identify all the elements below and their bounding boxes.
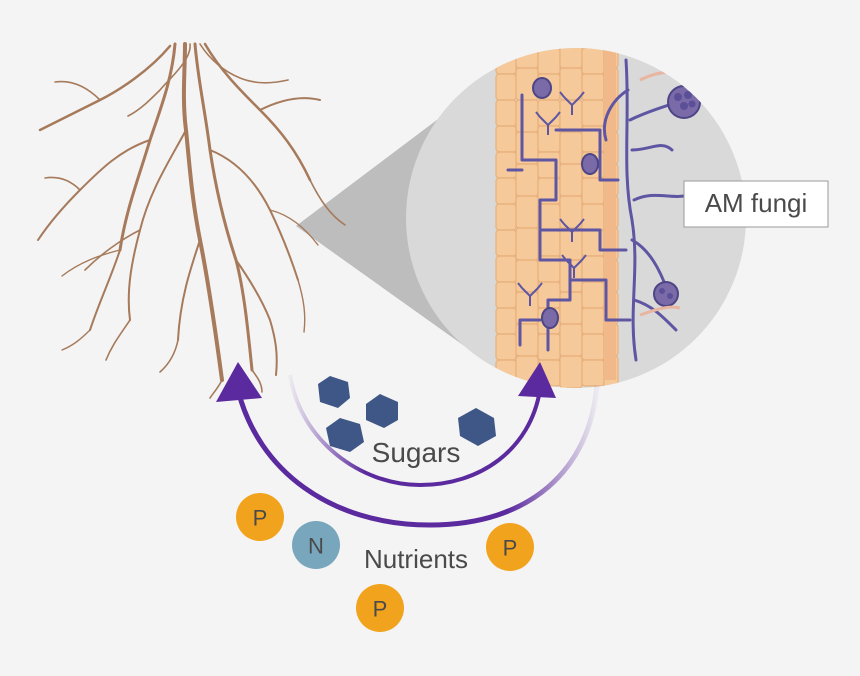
root-cell bbox=[495, 229, 517, 257]
nutrient-letter: P bbox=[373, 597, 388, 622]
hexagon-icon bbox=[458, 408, 496, 446]
root-cell bbox=[495, 73, 517, 101]
hexagon-icon bbox=[318, 376, 350, 408]
hexagon-icon bbox=[366, 394, 398, 428]
nutrient-letter: P bbox=[503, 536, 518, 561]
root-system bbox=[37, 42, 346, 399]
root-cell bbox=[581, 73, 605, 101]
root-cell bbox=[581, 177, 605, 205]
root-cell bbox=[515, 227, 539, 261]
nutrient-letter: P bbox=[253, 506, 268, 531]
root-cell bbox=[581, 255, 605, 283]
root-cell bbox=[581, 307, 605, 335]
root-cell bbox=[537, 99, 561, 127]
sugar-molecules bbox=[318, 376, 496, 452]
nutrient-token-circle bbox=[486, 523, 534, 571]
root-cell bbox=[495, 333, 517, 361]
root-cell bbox=[495, 99, 517, 127]
nutrient-token: P bbox=[236, 493, 284, 541]
root-cell bbox=[495, 125, 517, 153]
sugars-arrow bbox=[288, 374, 542, 488]
nutrients-label: Nutrients bbox=[364, 544, 468, 574]
nutrient-token-circle bbox=[292, 521, 340, 569]
root-cross-section bbox=[495, 48, 701, 388]
root-cell bbox=[515, 99, 539, 133]
root-cell bbox=[515, 195, 539, 229]
nutrient-token: P bbox=[356, 584, 404, 632]
root-cell bbox=[581, 333, 605, 361]
root-cell bbox=[515, 48, 539, 69]
hexagon-icon bbox=[326, 418, 364, 452]
nutrients-arrowhead bbox=[216, 362, 262, 402]
root-cell bbox=[581, 48, 605, 75]
spore-icon bbox=[653, 281, 679, 307]
root-epidermis bbox=[604, 48, 616, 380]
root-cell bbox=[495, 307, 517, 335]
nutrient-token: N bbox=[292, 521, 340, 569]
root-cell bbox=[581, 99, 605, 127]
sugars-arrowhead bbox=[518, 362, 556, 398]
root-cell bbox=[559, 323, 583, 357]
root-cell bbox=[559, 48, 583, 69]
fungi-label: AM fungi bbox=[705, 188, 808, 218]
nutrient-letter: N bbox=[308, 534, 324, 559]
root-cell bbox=[515, 259, 539, 293]
nutrient-token-circle bbox=[356, 584, 404, 632]
arbuscule-icon bbox=[517, 91, 587, 306]
root-cell bbox=[495, 281, 517, 309]
vesicle bbox=[541, 307, 559, 329]
nutrients-arrow bbox=[235, 384, 600, 528]
root-cell bbox=[495, 48, 517, 75]
fungi-label-box bbox=[683, 180, 829, 228]
root-cell bbox=[581, 281, 605, 309]
root-cell bbox=[495, 151, 517, 179]
nutrient-token: P bbox=[486, 523, 534, 571]
nutrient-token-circle bbox=[236, 493, 284, 541]
root-cell bbox=[495, 255, 517, 283]
root-cell bbox=[559, 163, 583, 197]
root-cell bbox=[495, 177, 517, 205]
vesicle bbox=[581, 153, 599, 175]
vesicle bbox=[532, 77, 552, 99]
root-cell bbox=[495, 359, 517, 387]
root-cell bbox=[559, 131, 583, 165]
root-cell bbox=[559, 355, 583, 388]
sugars-label: Sugars bbox=[372, 437, 461, 468]
root-cell bbox=[581, 359, 605, 387]
root-cell bbox=[581, 203, 605, 231]
root-cell bbox=[495, 203, 517, 231]
root-cell bbox=[537, 48, 561, 75]
